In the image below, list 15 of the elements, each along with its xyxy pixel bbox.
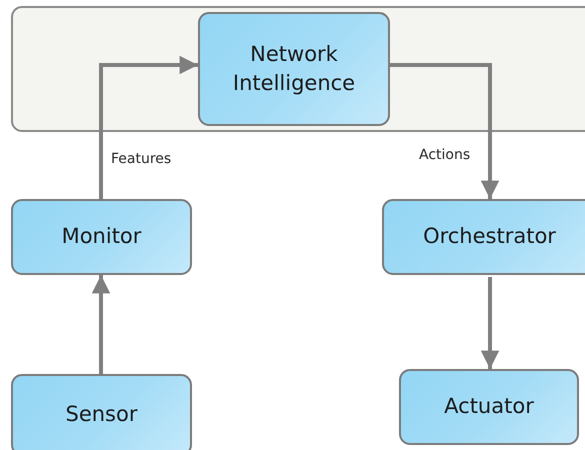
- box-label: Sensor: [66, 401, 138, 428]
- box-label: Actuator: [444, 393, 534, 420]
- process-box: [11, 199, 192, 275]
- box-label: Monitor: [62, 223, 142, 250]
- box-label: Orchestrator: [423, 223, 556, 250]
- arrow: [390, 63, 500, 199]
- arrow: [92, 275, 110, 374]
- panel-background: [11, 6, 585, 132]
- process-box: [11, 374, 192, 450]
- process-box: [198, 12, 390, 126]
- process-box: [399, 369, 579, 445]
- arrow: [480, 277, 500, 369]
- process-box: [382, 199, 585, 275]
- box-label: Network Intelligence: [232, 40, 356, 97]
- arrow: [99, 56, 198, 199]
